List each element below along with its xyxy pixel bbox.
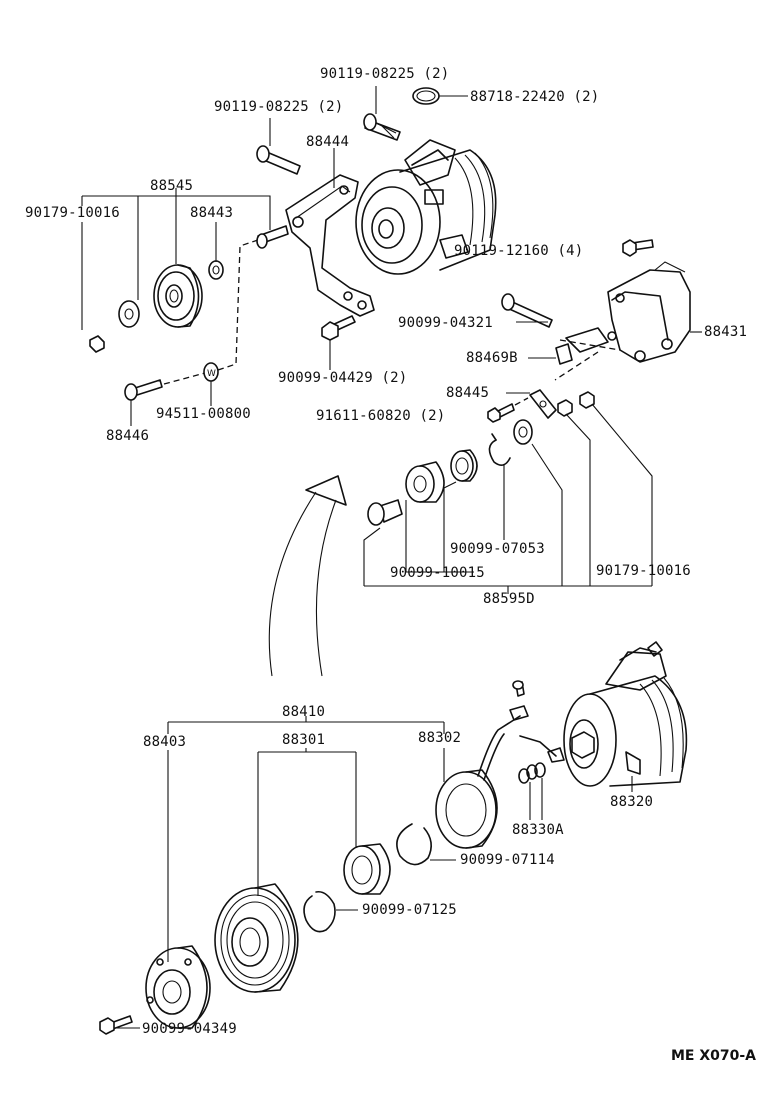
label-88446: 88446 (106, 428, 150, 444)
label-94511-00800: 94511-00800 (156, 406, 251, 422)
label-90179-10016-right: 90179-10016 (596, 563, 691, 579)
label-88595d: 88595D (483, 591, 535, 607)
label-88718-22420: 88718-22420 (2) (470, 89, 600, 105)
label-90099-04321: 90099-04321 (398, 315, 493, 331)
label-88301: 88301 (282, 732, 326, 748)
label-88410: 88410 (282, 704, 326, 720)
idler-pulley-88545 (153, 264, 203, 328)
washer-mark: W (207, 369, 216, 379)
clutch-pulley-88301 (214, 883, 299, 993)
bracket-88444 (285, 174, 375, 317)
label-90099-04349: 90099-04349 (142, 1021, 237, 1037)
label-90119-12160: 90119-12160 (4) (454, 243, 584, 259)
drawing-reference-code: ME X070-A (670, 1048, 756, 1064)
label-88320: 88320 (610, 794, 654, 810)
label-90119-08225-upper: 90119-08225 (2) (320, 66, 450, 82)
label-88302: 88302 (418, 730, 462, 746)
bolt-upper-bracket (256, 225, 289, 249)
bolt-90119-08225-left (256, 145, 301, 175)
label-90099-07053: 90099-07053 (450, 541, 545, 557)
bolt-90099-04321 (501, 293, 553, 328)
label-88443: 88443 (190, 205, 234, 221)
bolt-88446 (124, 379, 163, 401)
adjusting-bolt-assembly-88595D (367, 419, 533, 526)
plate-88445 (529, 389, 557, 419)
label-88545: 88545 (150, 178, 194, 194)
bolt-90119-08225-upper (363, 113, 401, 141)
label-90099-04429: 90099-04429 (2) (278, 370, 408, 386)
label-90119-08225-left: 90119-08225 (2) (214, 99, 344, 115)
label-88330a: 88330A (512, 822, 564, 838)
label-90179-10016-left: 90179-10016 (25, 205, 120, 221)
label-90099-10015: 90099-10015 (390, 565, 485, 581)
label-88469b: 88469B (466, 350, 518, 366)
label-88444: 88444 (306, 134, 350, 150)
bearing-88301 (343, 843, 391, 895)
clip-88330A (518, 762, 546, 784)
label-90099-07125: 90099-07125 (362, 902, 457, 918)
pressure-plate-88403 (145, 945, 211, 1029)
bolt-90119-12160 (622, 239, 654, 257)
label-91611-60820: 91611-60820 (2) (316, 408, 446, 424)
bracket-88431 (607, 261, 691, 363)
label-88445: 88445 (446, 385, 490, 401)
field-coil-88302 (435, 705, 565, 849)
label-88403: 88403 (143, 734, 187, 750)
label-88431: 88431 (704, 324, 748, 340)
label-90099-07114: 90099-07114 (460, 852, 555, 868)
bolt-90099-04429 (321, 315, 356, 341)
compressor-88320 (563, 641, 688, 787)
compressor-top (355, 139, 497, 275)
